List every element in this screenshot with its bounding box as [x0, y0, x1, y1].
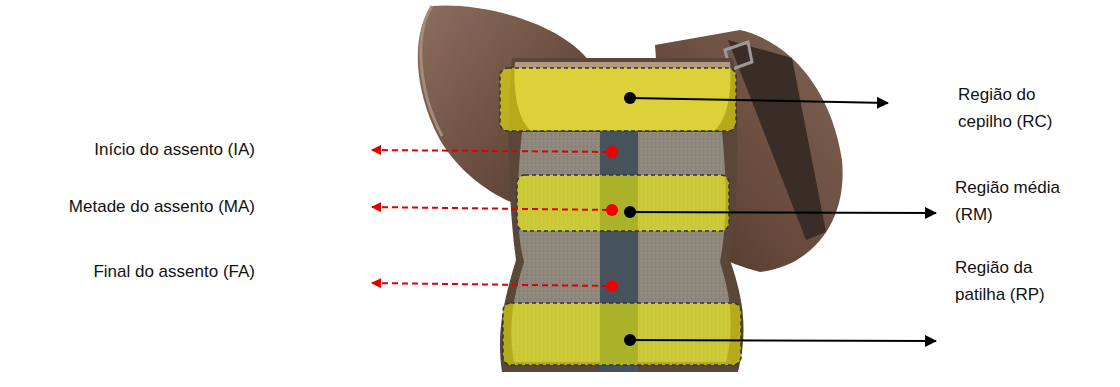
point-label: Metade do assento (MA)	[0, 193, 255, 220]
point-marker	[606, 280, 618, 292]
point-label: Final do assento (FA)	[0, 258, 255, 285]
highlight-region	[503, 303, 741, 365]
leader-arrow	[630, 340, 936, 341]
leader-arrow	[630, 98, 888, 103]
leader-line	[372, 150, 608, 152]
point-marker	[606, 146, 618, 158]
leader-line	[372, 283, 608, 286]
leader-arrow	[630, 212, 936, 213]
region-label: Região da patilha (RP)	[955, 254, 1067, 308]
point-label: Início do assento (IA)	[0, 136, 255, 163]
region-label: Região do cepilho (RC)	[958, 81, 1070, 135]
point-marker	[606, 204, 618, 216]
leader-line	[372, 207, 608, 210]
stirrup-leather	[728, 40, 826, 240]
saddle-seat	[500, 58, 744, 372]
region-label: Região média (RM)	[955, 174, 1087, 228]
highlight-region	[517, 175, 729, 231]
flap-edge	[421, 6, 442, 136]
